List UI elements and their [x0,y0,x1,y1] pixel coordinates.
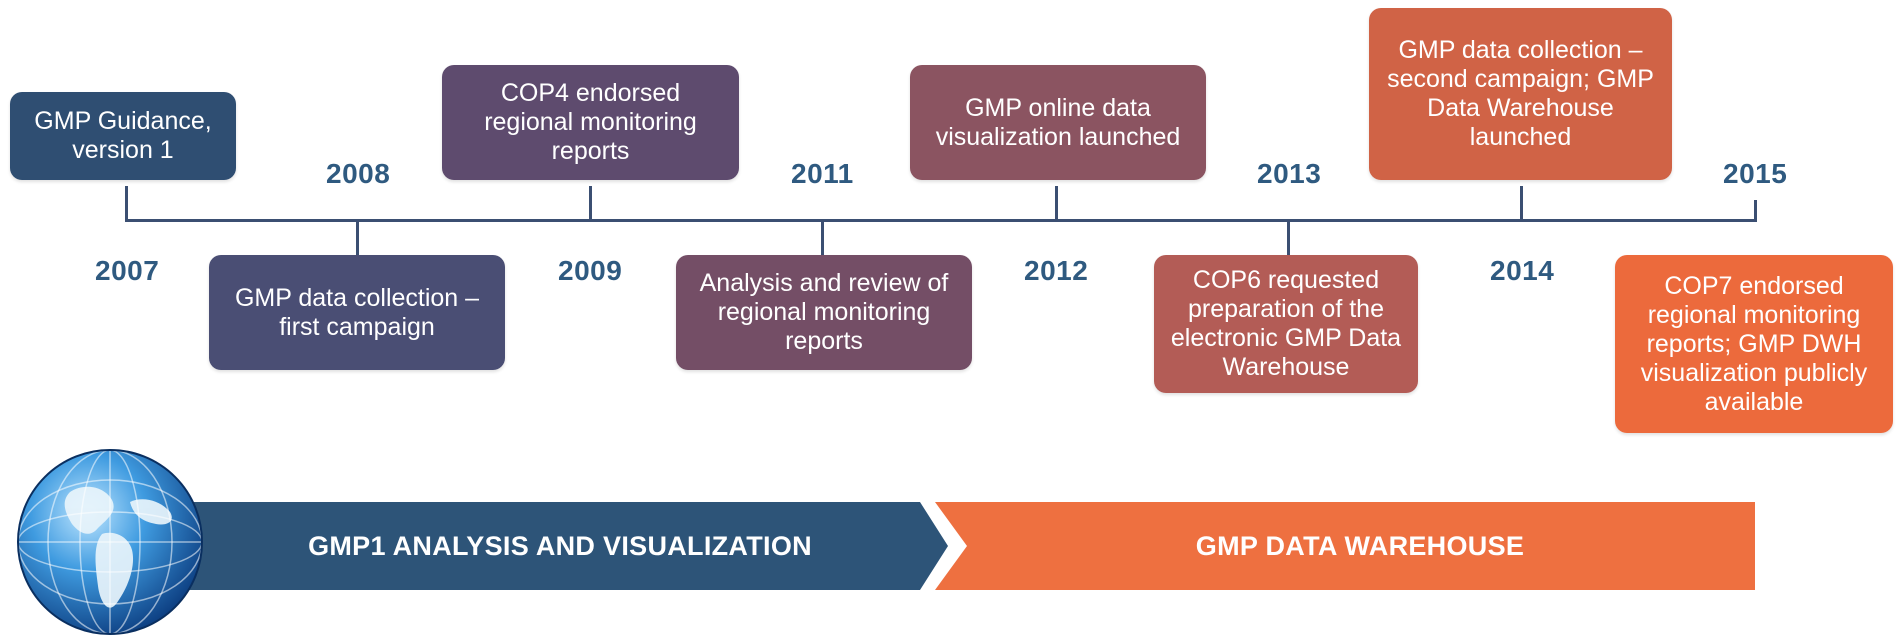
year-label-2014: 2014 [1490,255,1555,286]
event-box-2014: GMP data collection – second campaign; G… [1369,8,1672,180]
event-box-2008: GMP data collection – first campaign [209,255,505,370]
connector-2007 [125,186,128,222]
year-label-2015: 2015 [1723,158,1788,189]
connector-2008 [356,221,359,257]
connector-2014 [1520,186,1523,222]
event-box-2015: COP7 endorsed regional monitoring report… [1615,255,1893,433]
event-box-2011: Analysis and review of regional monitori… [676,255,972,370]
event-box-2012: GMP online data visualization launched [910,65,1206,180]
connector-2012 [1055,186,1058,222]
year-label-2012: 2012 [1024,255,1089,286]
connector-2015 [1754,200,1757,220]
event-box-2009: COP4 endorsed regional monitoring report… [442,65,739,180]
year-label-2007: 2007 [95,255,160,286]
event-box-2013: COP6 requested preparation of the electr… [1154,255,1418,393]
year-label-2009: 2009 [558,255,623,286]
event-box-2007: GMP Guidance, version 1 [10,92,236,180]
year-label-2011: 2011 [791,158,854,189]
phase-label-data-warehouse: GMP DATA WAREHOUSE [1195,530,1525,561]
connector-2009 [589,186,592,222]
year-label-2008: 2008 [326,158,391,189]
globe-icon [17,449,203,635]
globe-landmass [64,486,172,608]
timeline-axis [125,219,1757,222]
connector-2011 [821,221,824,257]
connector-2013 [1287,221,1290,257]
phase-label-analysis: GMP1 ANALYSIS AND VISUALIZATION [308,530,812,561]
year-label-2013: 2013 [1257,158,1322,189]
